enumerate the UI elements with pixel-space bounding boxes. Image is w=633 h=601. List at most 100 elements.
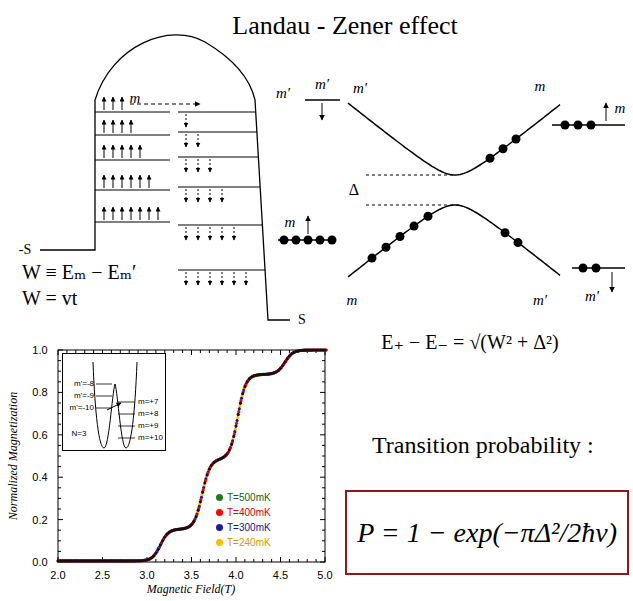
tick-label: 0.0 <box>32 556 47 568</box>
state-label: m′ <box>353 80 367 97</box>
population-dot <box>304 236 313 245</box>
legend-entry: T=500mK <box>216 490 271 505</box>
tick <box>182 559 183 562</box>
data-point <box>163 535 166 538</box>
data-point <box>234 424 237 427</box>
state-level <box>305 99 340 101</box>
tick <box>316 559 317 562</box>
data-point <box>152 554 155 557</box>
spin-up-arrow <box>104 97 105 110</box>
data-point <box>155 551 158 554</box>
spin-down-arrow <box>322 103 323 120</box>
data-point <box>324 348 327 351</box>
energy-level <box>96 384 112 385</box>
data-point <box>246 380 249 383</box>
energy-level <box>95 222 170 223</box>
tick <box>320 434 325 435</box>
state-label: m′ <box>533 292 547 309</box>
tick <box>200 350 201 353</box>
tick <box>155 559 156 562</box>
tick <box>253 350 254 353</box>
spin-up-arrow <box>113 145 114 158</box>
spin-down-arrow <box>198 159 199 172</box>
tick <box>58 445 61 446</box>
tick <box>58 403 61 404</box>
spin-down-arrow <box>222 227 223 240</box>
axis-title: Normalized Magnetization <box>7 392 20 520</box>
tick <box>58 477 63 478</box>
spin-down-arrow <box>234 272 235 285</box>
tick <box>244 559 245 562</box>
spin-up-arrow <box>131 207 132 220</box>
data-point <box>161 539 164 542</box>
data-point <box>230 443 233 446</box>
population-dot <box>561 121 570 130</box>
spin-up-arrow <box>104 207 105 220</box>
energy-level <box>178 187 260 188</box>
tick <box>322 466 325 467</box>
tick <box>58 381 61 382</box>
energy-level <box>96 396 112 397</box>
population-dot <box>396 232 405 241</box>
population-dot <box>512 134 521 143</box>
data-point <box>159 543 162 546</box>
tick <box>236 557 237 562</box>
upper-branch <box>348 103 560 175</box>
data-point <box>237 413 240 416</box>
tick <box>320 519 325 520</box>
spin-down-arrow <box>222 189 223 202</box>
spin-up-arrow <box>122 145 123 158</box>
tick <box>322 424 325 425</box>
spin-down-arrow <box>234 227 235 240</box>
tick <box>289 350 290 353</box>
data-point <box>226 452 229 455</box>
state-label: m′ <box>276 85 290 102</box>
legend-swatch <box>216 539 223 546</box>
tick <box>218 350 219 353</box>
tick <box>298 559 299 562</box>
tick <box>320 392 325 393</box>
tick <box>322 551 325 552</box>
tick <box>322 403 325 404</box>
spin-up-arrow <box>104 145 105 158</box>
data-point <box>223 455 226 458</box>
tick <box>322 413 325 414</box>
data-point <box>237 410 240 413</box>
spin-up-arrow <box>606 103 607 121</box>
tick <box>262 350 263 353</box>
legend-swatch <box>216 509 223 516</box>
tunneling-arrow <box>130 104 200 105</box>
spin-up-arrow <box>158 207 159 220</box>
spin-down-arrow <box>186 134 187 147</box>
data-point <box>210 464 213 467</box>
plot-frame <box>58 350 325 562</box>
spin-up-arrow <box>113 207 114 220</box>
population-dot <box>486 154 495 163</box>
data-point <box>197 509 200 512</box>
tick <box>58 424 61 425</box>
tick <box>262 559 263 562</box>
energy-level <box>118 438 135 439</box>
tick <box>253 559 254 562</box>
data-point <box>203 481 206 484</box>
tick-label: 5.0 <box>317 569 332 581</box>
spin-up-arrow <box>308 216 309 234</box>
tick <box>58 350 59 355</box>
spin-down-arrow <box>186 159 187 172</box>
tick <box>58 456 61 457</box>
tick <box>280 350 281 355</box>
data-point <box>236 416 239 419</box>
spin-up-arrow <box>131 145 132 158</box>
axis-title: Magnetic Field(T) <box>147 583 235 596</box>
legend: T=500mKT=400mKT=300mKT=240mK <box>212 488 275 552</box>
spin-up-arrow <box>113 120 114 133</box>
population-dot <box>499 144 508 153</box>
spin-up-arrow <box>122 120 123 133</box>
tick <box>322 371 325 372</box>
data-point <box>235 419 238 422</box>
data-point <box>199 500 202 503</box>
tick-label: 4.5 <box>273 569 288 581</box>
spin-up-arrow <box>113 97 114 110</box>
population-dot <box>501 228 510 237</box>
